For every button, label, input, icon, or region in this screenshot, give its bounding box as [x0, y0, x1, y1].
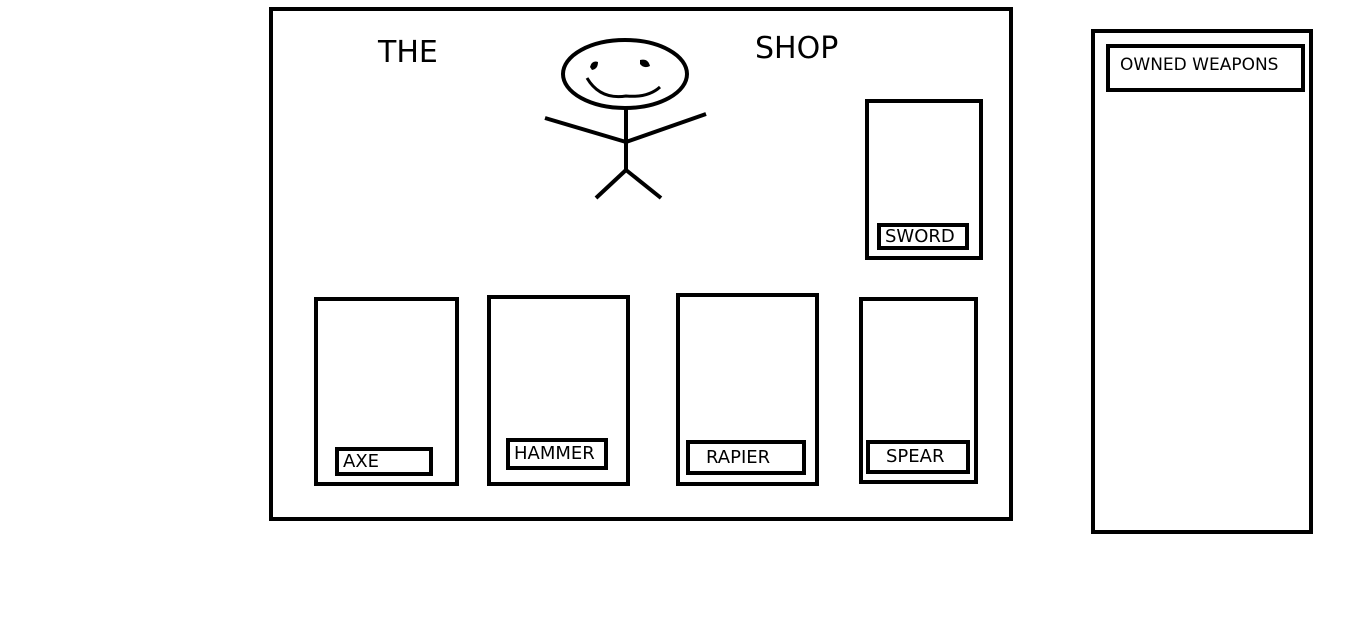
shop-title-the: THE — [378, 35, 438, 70]
shop-item-sword-label: SWORD — [877, 223, 969, 250]
shop-item-axe-label: AXE — [335, 447, 433, 476]
shop-item-spear-label: SPEAR — [866, 440, 970, 474]
stick-figure-shopkeeper-icon — [544, 38, 707, 200]
owned-weapons-panel — [1091, 29, 1313, 534]
shop-item-rapier-label: RAPIER — [686, 440, 806, 475]
shop-title-shop: SHOP — [755, 31, 839, 66]
shop-item-axe[interactable] — [314, 297, 459, 486]
shop-item-hammer-label: HAMMER — [506, 438, 608, 470]
owned-weapons-header: OWNED WEAPONS — [1106, 44, 1305, 92]
